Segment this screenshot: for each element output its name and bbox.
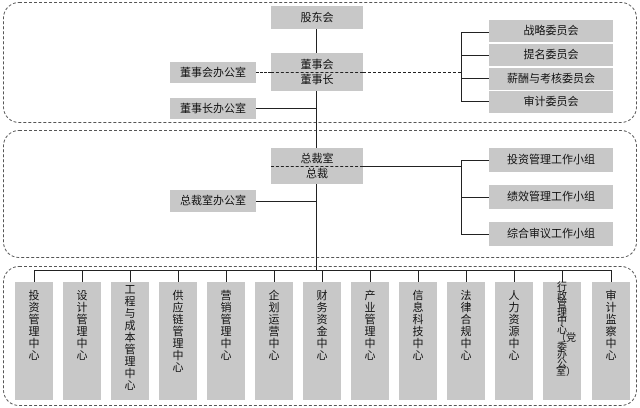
center-drop-line bbox=[130, 270, 131, 282]
president-label: 总裁 bbox=[306, 166, 328, 180]
center-box: 人力资源中心 bbox=[495, 282, 533, 400]
center-drop-line bbox=[466, 270, 467, 282]
center-label: 工程与成本管理中心 bbox=[124, 283, 136, 392]
president-office-title-label: 总裁室 bbox=[300, 151, 334, 165]
committee-label: 战略委员会 bbox=[523, 24, 579, 37]
center-drop-line bbox=[514, 270, 515, 282]
center-box: 企划运营中心 bbox=[255, 282, 293, 400]
workgroup-branch-1 bbox=[461, 160, 489, 161]
center-label: 财务资金中心 bbox=[316, 289, 328, 362]
center-box: 产业管理中心 bbox=[351, 282, 389, 400]
president-box: 总裁室 总裁 bbox=[271, 148, 363, 184]
center-label: 企划运营中心 bbox=[268, 289, 280, 362]
shareholders-meeting-label: 股东会 bbox=[300, 10, 334, 24]
center-box: 审计监察中心 bbox=[592, 282, 630, 400]
center-label: 投资管理中心 bbox=[28, 289, 40, 362]
executive-zone bbox=[3, 130, 637, 258]
workgroup-label: 投资管理工作小组 bbox=[507, 153, 595, 166]
workgroup-branch-3 bbox=[461, 234, 489, 235]
board-label: 董事会 bbox=[300, 57, 334, 71]
board-box: 董事会 董事长 bbox=[271, 53, 363, 91]
committee-label: 审计委员会 bbox=[523, 95, 579, 108]
board-office-dashed-connector bbox=[256, 72, 271, 73]
center-label: 产业管理中心 bbox=[364, 289, 376, 362]
chairman-office-label: 董事长办公室 bbox=[180, 101, 246, 115]
committee-box: 战略委员会 bbox=[489, 20, 613, 42]
center-box: 工程与成本管理中心 bbox=[111, 282, 149, 400]
chairman-office-connector bbox=[256, 108, 316, 109]
center-drop-line bbox=[226, 270, 227, 282]
center-box: 信息科技中心 bbox=[399, 282, 437, 400]
shareholders-meeting-box: 股东会 bbox=[271, 6, 363, 29]
committee-box: 提名委员会 bbox=[489, 44, 613, 66]
workgroup-box: 绩效管理工作小组 bbox=[489, 185, 613, 209]
center-label: 设计管理中心 bbox=[76, 289, 88, 362]
center-box: 供应链管理中心 bbox=[159, 282, 197, 400]
president-office-connector bbox=[256, 201, 316, 202]
center-drop-line bbox=[82, 270, 83, 282]
center-box: 财务资金中心 bbox=[303, 282, 341, 400]
workgroup-label: 综合审议工作小组 bbox=[507, 227, 595, 240]
center-label: 行政管理中心（党委办公室） bbox=[556, 282, 576, 378]
committee-branch-4 bbox=[461, 101, 489, 102]
workgroup-box: 综合审议工作小组 bbox=[489, 222, 613, 246]
committee-label: 提名委员会 bbox=[523, 48, 579, 61]
committee-box: 审计委员会 bbox=[489, 91, 613, 113]
center-label: 法律合规中心 bbox=[460, 289, 472, 362]
board-office-label: 董事会办公室 bbox=[180, 65, 246, 79]
functional-centers-zone bbox=[3, 266, 637, 406]
center-drop-line bbox=[418, 270, 419, 282]
workgroup-label: 绩效管理工作小组 bbox=[507, 190, 595, 203]
president-divider bbox=[271, 165, 363, 167]
committee-branch-1 bbox=[461, 32, 489, 33]
governance-zone bbox=[3, 2, 637, 123]
workgroup-branch-2 bbox=[461, 197, 489, 198]
center-drop-line bbox=[274, 270, 275, 282]
board-divider bbox=[271, 71, 363, 73]
center-drop-line bbox=[611, 270, 612, 282]
center-box: 法律合规中心 bbox=[447, 282, 485, 400]
center-drop-line bbox=[34, 270, 35, 282]
chairman-label: 董事长 bbox=[300, 72, 334, 86]
center-box: 设计管理中心 bbox=[63, 282, 101, 400]
committee-box: 薪酬与考核委员会 bbox=[489, 68, 613, 90]
center-box: 行政管理中心（党委办公室） bbox=[543, 282, 581, 400]
board-office-box: 董事会办公室 bbox=[170, 62, 256, 83]
center-label: 审计监察中心 bbox=[605, 289, 617, 362]
center-label: 供应链管理中心 bbox=[172, 289, 184, 374]
committee-dashed-connector bbox=[363, 72, 461, 73]
center-drop-line bbox=[178, 270, 179, 282]
center-label: 信息科技中心 bbox=[412, 289, 424, 362]
center-drop-line bbox=[562, 270, 563, 282]
chairman-office-box: 董事长办公室 bbox=[170, 98, 256, 119]
workgroup-box: 投资管理工作小组 bbox=[489, 148, 613, 172]
center-label: 营销管理中心 bbox=[220, 289, 232, 362]
committee-branch-2 bbox=[461, 55, 489, 56]
president-office-box: 总裁室办公室 bbox=[170, 190, 256, 212]
committee-label: 薪酬与考核委员会 bbox=[507, 72, 595, 85]
center-label: 人力资源中心 bbox=[508, 289, 520, 362]
committee-branch-3 bbox=[461, 78, 489, 79]
committee-bracket bbox=[461, 32, 462, 102]
center-drop-line bbox=[370, 270, 371, 282]
center-box: 营销管理中心 bbox=[207, 282, 245, 400]
workgroup-connector bbox=[363, 166, 461, 167]
president-office-label: 总裁室办公室 bbox=[180, 194, 246, 207]
center-drop-line bbox=[322, 270, 323, 282]
center-box: 投资管理中心 bbox=[15, 282, 53, 400]
